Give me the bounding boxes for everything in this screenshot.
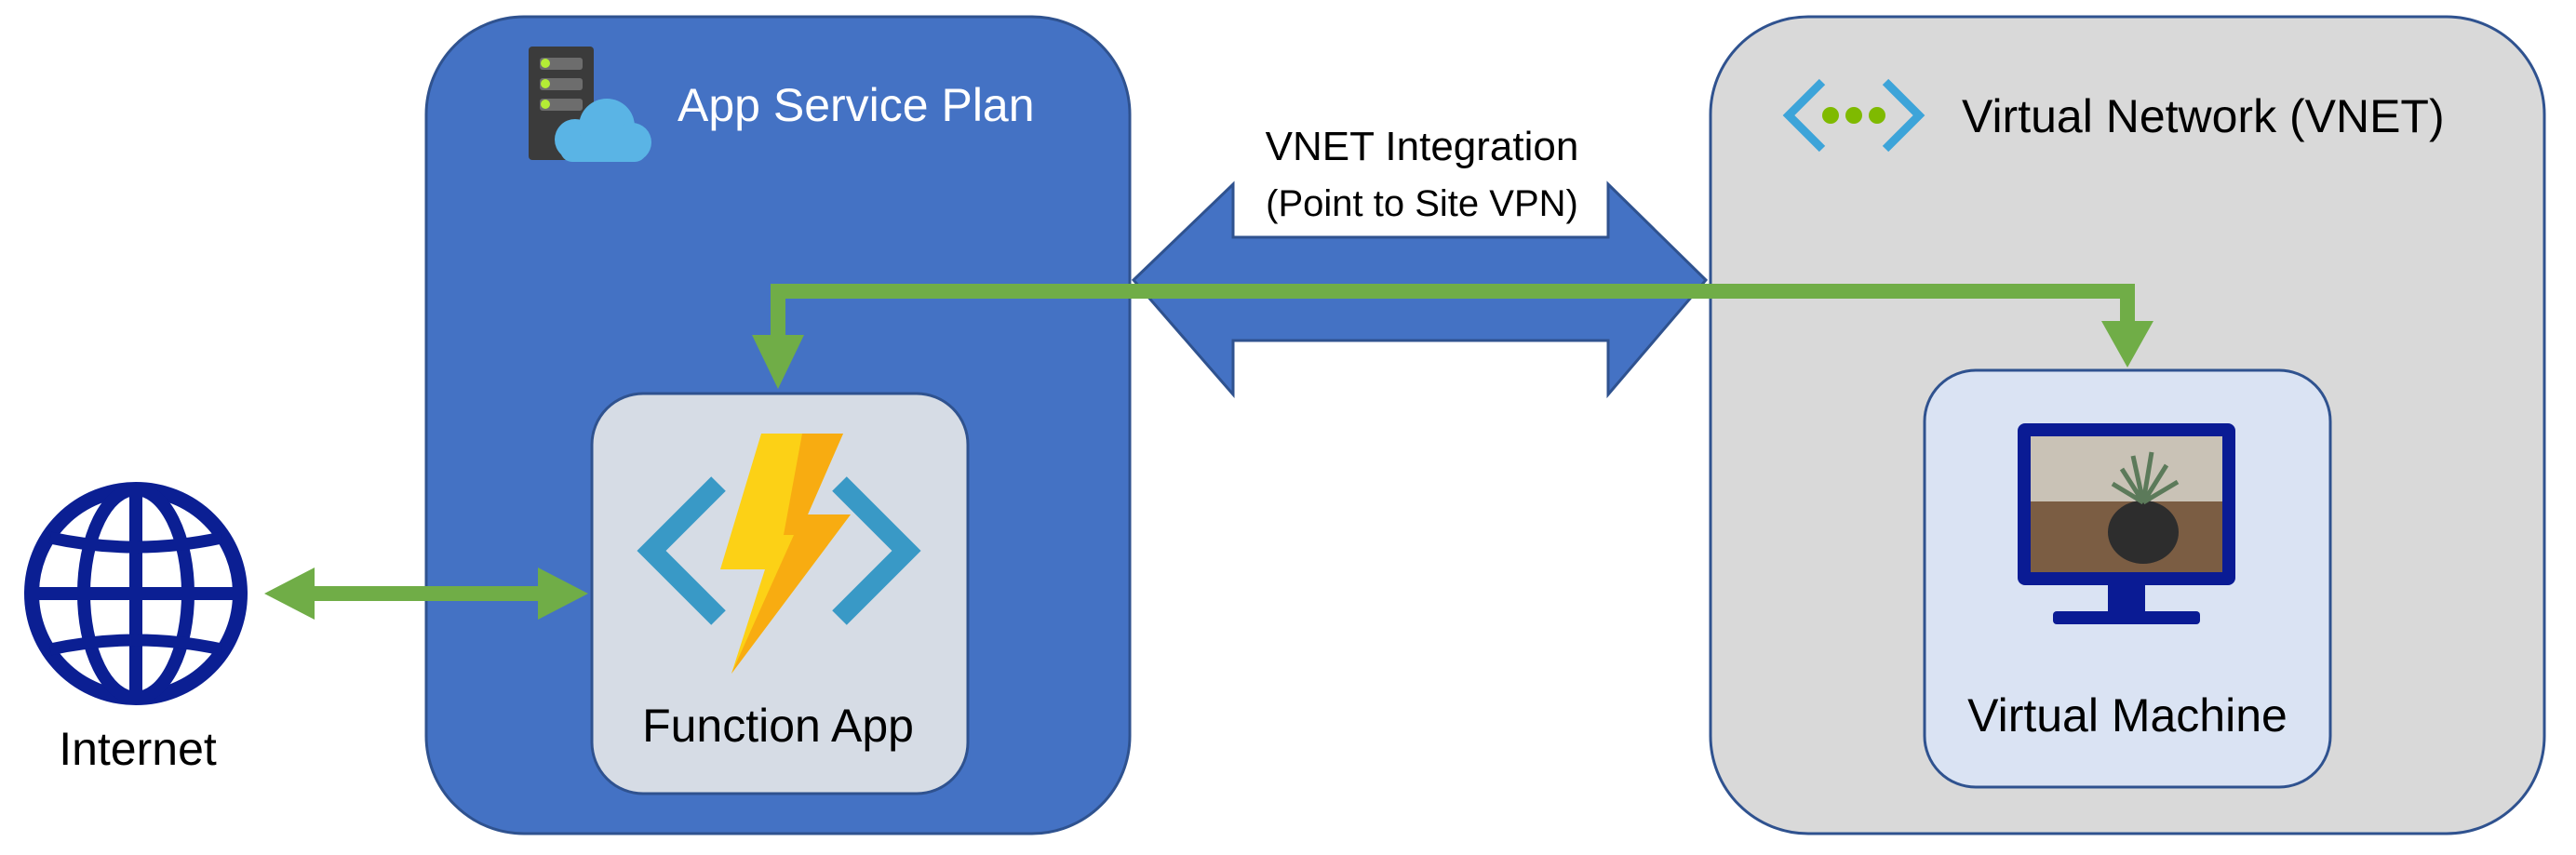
internet-label: Internet <box>59 723 217 775</box>
vnet-integration-sublabel: (Point to Site VPN) <box>1266 183 1578 224</box>
azure-functions-icon <box>637 434 921 674</box>
function-to-vm-connector <box>752 284 2153 389</box>
virtual-network-icon <box>1782 78 1925 153</box>
app-service-plan-label: App Service Plan <box>678 79 1035 131</box>
app-service-plan-icon <box>529 47 651 162</box>
globe-icon <box>24 482 248 705</box>
virtual-machine-icon <box>2018 423 2235 624</box>
function-app-label: Function App <box>642 700 914 752</box>
internet-to-function-connector <box>264 568 588 620</box>
virtual-network-label: Virtual Network (VNET) <box>1962 90 2445 142</box>
vnet-integration-label: VNET Integration <box>1266 124 1579 169</box>
virtual-machine-label: Virtual Machine <box>1967 689 2288 741</box>
